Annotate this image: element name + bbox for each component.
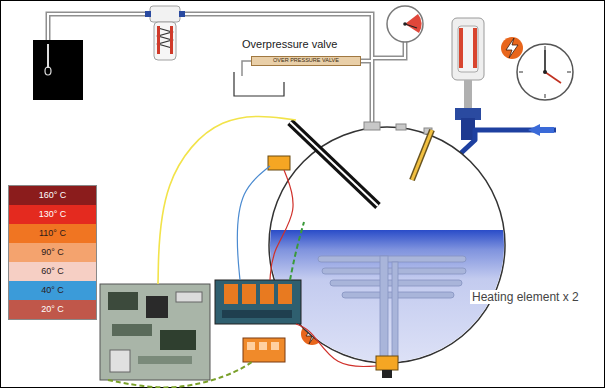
tank-fittings — [364, 122, 432, 134]
flow-arrow-tail — [540, 127, 554, 133]
legend-text: 40° C — [9, 281, 96, 300]
reservoir — [33, 40, 83, 100]
legend-text: 130° C — [9, 205, 96, 224]
valve-label: OVER PRESSURE VALVE — [273, 58, 339, 64]
pressure-gauge — [387, 6, 423, 42]
part-label: Heating element x 2 — [470, 290, 581, 304]
level-probe-core — [290, 122, 378, 206]
legend-row: 90° C — [9, 243, 96, 262]
power-icon — [501, 37, 523, 59]
power-wire — [270, 170, 293, 280]
sensor-wire — [158, 116, 296, 284]
heating-element — [318, 256, 466, 360]
legend-text: 90° C — [9, 243, 96, 262]
legend-row: 110° C — [9, 224, 96, 243]
heater-connector — [376, 356, 398, 370]
signal-wire — [237, 166, 270, 280]
pipe — [48, 14, 405, 126]
control-board — [100, 284, 210, 380]
legend-text: 20° C — [9, 300, 96, 319]
legend-text: 110° C — [9, 224, 96, 243]
timer-clock — [517, 44, 573, 100]
wires — [108, 116, 376, 387]
ground-wire — [290, 222, 304, 280]
heater-wire — [296, 324, 376, 367]
temperature-probe-core — [412, 130, 432, 180]
legend-row: 130° C — [9, 205, 96, 224]
earth-wire — [108, 362, 252, 387]
legend-row: 40° C — [9, 281, 96, 300]
solenoid-valve — [145, 6, 185, 60]
legend-row: 60° C — [9, 262, 96, 281]
sensor-connector — [268, 156, 290, 170]
terminal-block — [243, 338, 285, 362]
level-probe — [290, 122, 378, 206]
reservoir-tube — [47, 44, 49, 68]
reservoir-probe — [45, 67, 51, 75]
temperature-probe — [412, 130, 432, 180]
legend-row: 20° C — [9, 300, 96, 319]
heater-terminal — [382, 370, 392, 378]
valve-body: OVER PRESSURE VALVE — [251, 56, 361, 66]
temperature-legend: 160° C130° C110° C90° C60° C40° C20° C — [8, 185, 97, 320]
inlet-valve — [452, 18, 484, 140]
flow-arrow — [528, 124, 540, 136]
relay-board — [215, 280, 301, 324]
part-label: Overpressure valve — [240, 38, 339, 50]
legend-text: 60° C — [9, 262, 96, 281]
legend-row: 160° C — [9, 186, 96, 205]
legend-text: 160° C — [9, 186, 96, 205]
